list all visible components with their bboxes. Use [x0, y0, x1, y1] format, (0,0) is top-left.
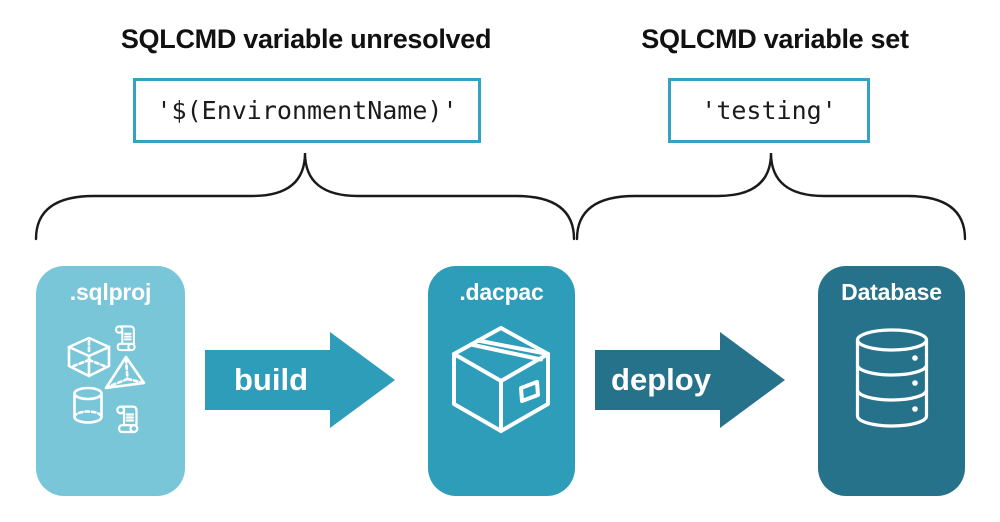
cube-icon — [67, 336, 111, 378]
scroll-icon — [114, 325, 136, 352]
arrow-right-shape — [205, 332, 395, 428]
database-node: Database — [818, 266, 965, 496]
unresolved-variable-code: '$(EnvironmentName)' — [156, 96, 458, 125]
set-variable-code: 'testing' — [701, 96, 837, 125]
deploy-arrow-label: deploy — [611, 362, 711, 397]
dacpac-node: .dacpac — [428, 266, 575, 496]
sqlproj-node: .sqlproj — [36, 266, 185, 496]
unresolved-heading: SQLCMD variable unresolved — [120, 24, 492, 54]
database-label: Database — [841, 279, 942, 305]
cylinder-icon — [73, 386, 103, 424]
scroll-icon — [116, 405, 139, 434]
set-heading: SQLCMD variable set — [641, 24, 909, 54]
right-brace — [575, 152, 967, 241]
build-arrow: build — [205, 332, 395, 428]
unresolved-variable-box: '$(EnvironmentName)' — [133, 78, 481, 143]
dacpac-label: .dacpac — [459, 279, 544, 305]
package-box-icon — [452, 326, 550, 433]
build-arrow-label: build — [233, 362, 309, 397]
sqlproj-label: .sqlproj — [69, 279, 152, 305]
arrow-right-shape — [595, 332, 785, 428]
left-brace — [34, 152, 576, 241]
database-icon — [855, 328, 929, 428]
deploy-arrow: deploy — [595, 332, 785, 428]
pyramid-icon — [104, 355, 146, 390]
set-variable-box: 'testing' — [668, 78, 870, 143]
